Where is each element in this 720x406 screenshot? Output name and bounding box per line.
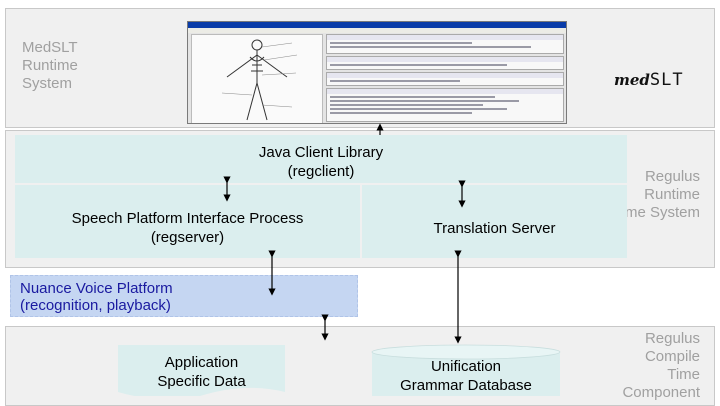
java-client-library-box [15, 135, 627, 183]
help-panel [326, 56, 564, 70]
speech-platform-box [15, 185, 360, 258]
application-data-text: Application Specific Data [157, 354, 246, 390]
human-figure-icon [221, 39, 298, 121]
grammar-database-shape [371, 344, 561, 396]
medslt-logo: medSLT [614, 70, 684, 90]
regulus-runtime-label: Regulus Runtime Time System [613, 168, 700, 221]
app-title-bar [188, 22, 566, 28]
application-data-shape [118, 345, 285, 396]
app-menu-bar [188, 28, 566, 33]
diagram-connectors [118, 123, 561, 396]
log-panel [326, 88, 564, 122]
nuance-voice-platform-text: Nuance Voice Platform (recognition, play… [20, 280, 173, 314]
speech-platform-text: Speech Platform Interface Process (regse… [71, 210, 304, 246]
java-client-library-text: Java Client Library (regclient) [258, 144, 384, 180]
grammar-database-text: Unification Grammar Database [400, 358, 532, 394]
translation-server-box [362, 185, 627, 258]
nuance-voice-platform-box [10, 275, 358, 317]
translation-panel [326, 72, 564, 86]
medslt-runtime-label: MedSLT Runtime System [22, 39, 78, 92]
translation-server-text: Translation Server [433, 220, 556, 237]
anatomy-figure-image [191, 34, 323, 123]
recognition-panel [326, 34, 564, 54]
medslt-app-screenshot [187, 21, 567, 124]
